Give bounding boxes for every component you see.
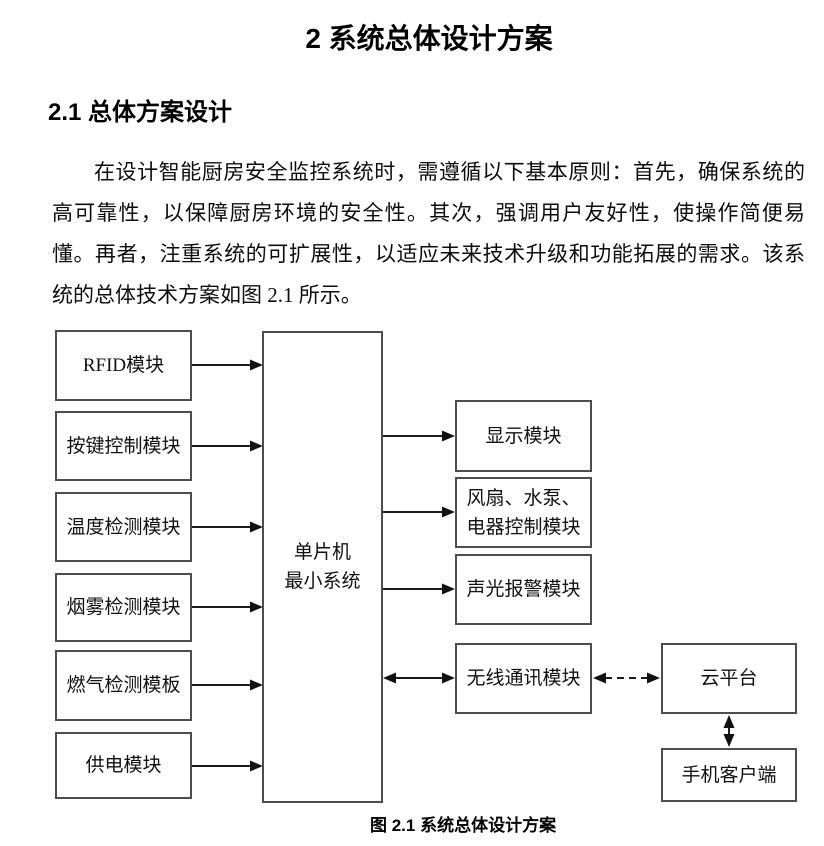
diagram-node-key-control: 按键控制模块 — [55, 411, 192, 481]
diagram-node-display: 显示模块 — [455, 400, 592, 472]
node-label: 无线通讯模块 — [466, 668, 581, 689]
diagram-node-smoke: 烟雾检测模块 — [55, 573, 192, 642]
arrow-temperature-to-mcu — [192, 521, 263, 533]
arrow-mcu-to-fan-pump — [383, 506, 455, 518]
diagram-node-phone-client: 手机客户端 — [661, 748, 797, 802]
diagram-node-gas: 燃气检测模板 — [55, 650, 192, 721]
node-label: 按键控制模块 — [66, 435, 181, 457]
node-label: RFID模块 — [82, 355, 165, 376]
node-label-line1: 单片机 — [293, 542, 351, 563]
section-heading: 2.1 总体方案设计 — [48, 99, 233, 126]
node-label: 烟雾检测模块 — [66, 597, 181, 618]
diagram-node-wireless: 无线通讯模块 — [455, 643, 592, 714]
diagram-node-mcu: 单片机 最小系统 — [262, 331, 383, 803]
node-label: 声光报警模块 — [466, 579, 581, 600]
chapter-title: 2 系统总体设计方案 — [305, 23, 553, 54]
node-label-line2: 电器控制模块 — [466, 516, 581, 538]
node-label: 手机客户端 — [681, 764, 777, 786]
arrow-gas-to-mcu — [192, 679, 263, 691]
arrow-wireless-cloud-dashed — [593, 672, 660, 684]
diagram-node-cloud-platform: 云平台 — [661, 643, 797, 714]
arrow-smoke-to-mcu — [192, 601, 263, 613]
figure-caption: 图 2.1 系统总体设计方案 — [370, 816, 557, 835]
arrow-cloud-phone-twoway — [723, 715, 735, 747]
arrow-mcu-wireless-twoway — [383, 672, 455, 684]
diagram-node-sound-light-alarm: 声光报警模块 — [455, 554, 592, 625]
arrow-mcu-to-alarm — [383, 583, 455, 595]
arrow-power-to-mcu — [192, 760, 263, 772]
arrow-rfid-to-mcu — [192, 359, 263, 371]
node-label-line2: 最小系统 — [284, 571, 361, 592]
node-label: 供电模块 — [85, 755, 162, 776]
diagram-node-fan-pump-control: 风扇、水泵、 电器控制模块 — [455, 477, 592, 548]
diagram-node-power: 供电模块 — [55, 732, 192, 799]
body-paragraph: 在设计智能厨房安全监控系统时，需遵循以下基本原则：首先，确保系统的高可靠性，以保… — [52, 160, 805, 307]
node-label: 温度检测模块 — [66, 516, 181, 538]
arrow-keys-to-mcu — [192, 440, 263, 452]
node-label: 云平台 — [700, 668, 758, 689]
node-label: 燃气检测模板 — [66, 675, 181, 696]
node-label: 显示模块 — [485, 425, 562, 447]
diagram-node-rfid: RFID模块 — [55, 330, 192, 401]
node-label-line1: 风扇、水泵、 — [466, 487, 581, 509]
arrow-mcu-to-display — [383, 430, 455, 442]
diagram-node-temperature: 温度检测模块 — [55, 492, 192, 562]
